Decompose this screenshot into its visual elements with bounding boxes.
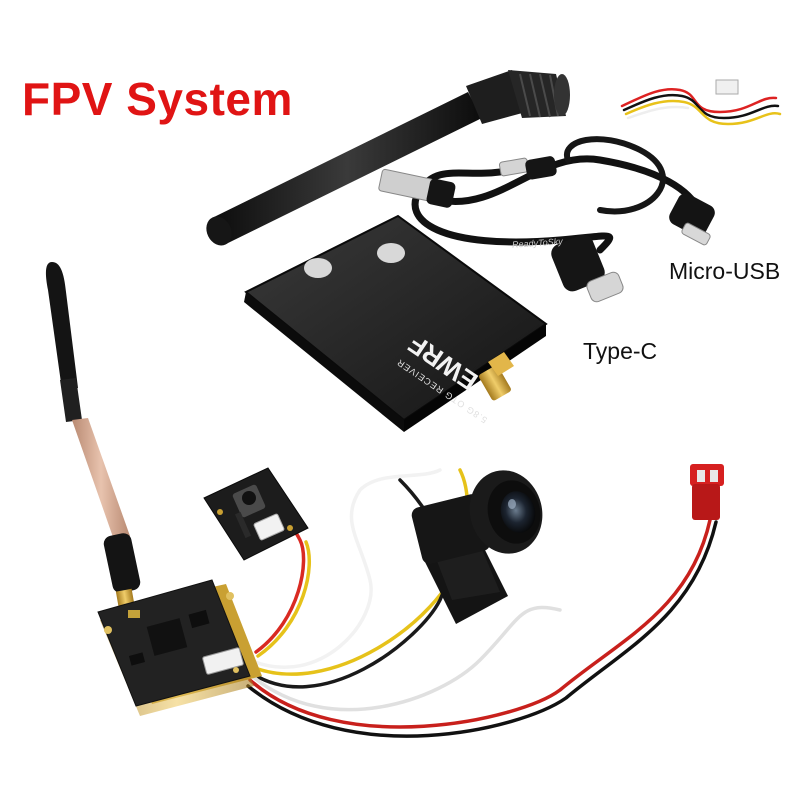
- jst-power-connector: [690, 464, 724, 520]
- button-board: [203, 467, 309, 561]
- screw-left: [304, 258, 332, 278]
- micro-usb-label: Micro-USB: [669, 258, 781, 284]
- pigtail-connector: [715, 79, 739, 95]
- fpv-camera: [411, 470, 543, 624]
- otg-receiver: EWRF 5.8G OTG RECEIVER: [244, 214, 548, 432]
- receiver-antenna: [206, 70, 570, 246]
- video-transmitter: [97, 579, 262, 716]
- micro-usb-plug-top: [498, 156, 557, 180]
- page-title: FPV System: [22, 73, 293, 125]
- micro-usb-plug: [669, 193, 715, 246]
- otg-cables: [411, 136, 704, 254]
- usb-a-plug: [378, 168, 456, 208]
- type-c-plug: [551, 234, 624, 303]
- screw-right: [377, 243, 405, 263]
- type-c-label: Type-C: [583, 338, 658, 364]
- vtx-antenna: [45, 262, 141, 618]
- pigtail-cable: [620, 87, 782, 126]
- sma-connector: [479, 352, 514, 401]
